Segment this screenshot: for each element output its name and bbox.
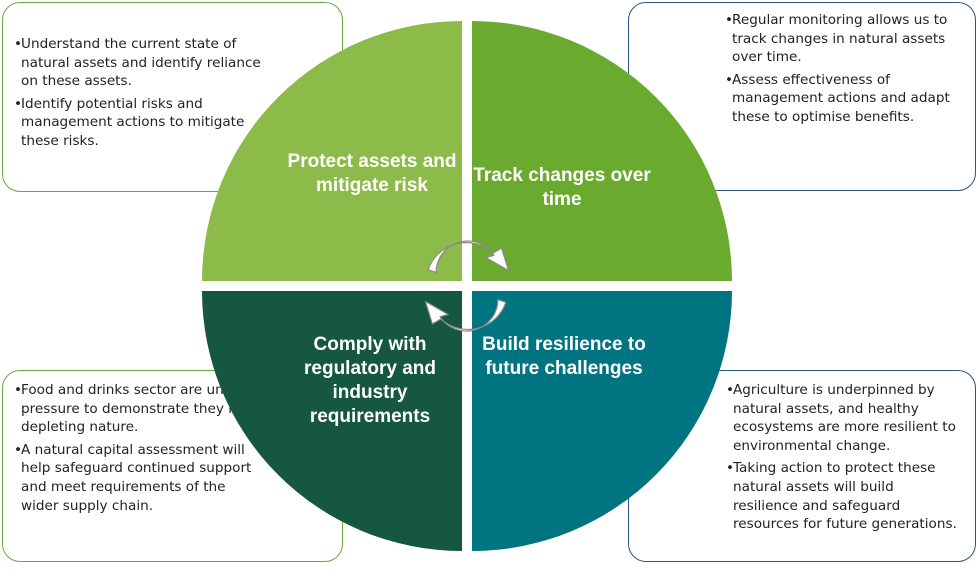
bullet-item: A natural capital assessment will help s…: [14, 441, 262, 515]
quadrant-track: [472, 21, 732, 281]
bullet-item: Understand the current state of natural …: [14, 35, 282, 91]
bullet-item: Food and drinks sector are under pressur…: [14, 381, 262, 437]
quadrant-label-track: Track changes over time: [473, 165, 651, 210]
quadrant-label-protect: Protect assets and mitigate risk: [287, 151, 457, 196]
cycle-arrow-clockwise-top-icon: [427, 240, 510, 273]
quadrant-label-comply: Comply with regulatory and industry requ…: [304, 334, 436, 427]
bullet-item: Assess effectiveness of management actio…: [725, 71, 959, 127]
quadrant-label-build: Build resilience to future challenges: [482, 334, 646, 379]
bullet-item: Identify potential risks and management …: [14, 95, 282, 151]
cycle-arrow-clockwise-bottom-icon: [424, 299, 507, 332]
bullet-item: Agriculture is underpinned by natural as…: [726, 381, 961, 455]
info-box-track: Regular monitoring allows us to track ch…: [628, 2, 976, 191]
quadrant-protect: [202, 21, 462, 281]
bullet-item: Taking action to protect these natural a…: [726, 459, 961, 533]
quadrant-build: [472, 291, 732, 551]
quadrant-comply: [202, 291, 462, 551]
bullet-item: Regular monitoring allows us to track ch…: [725, 11, 959, 67]
